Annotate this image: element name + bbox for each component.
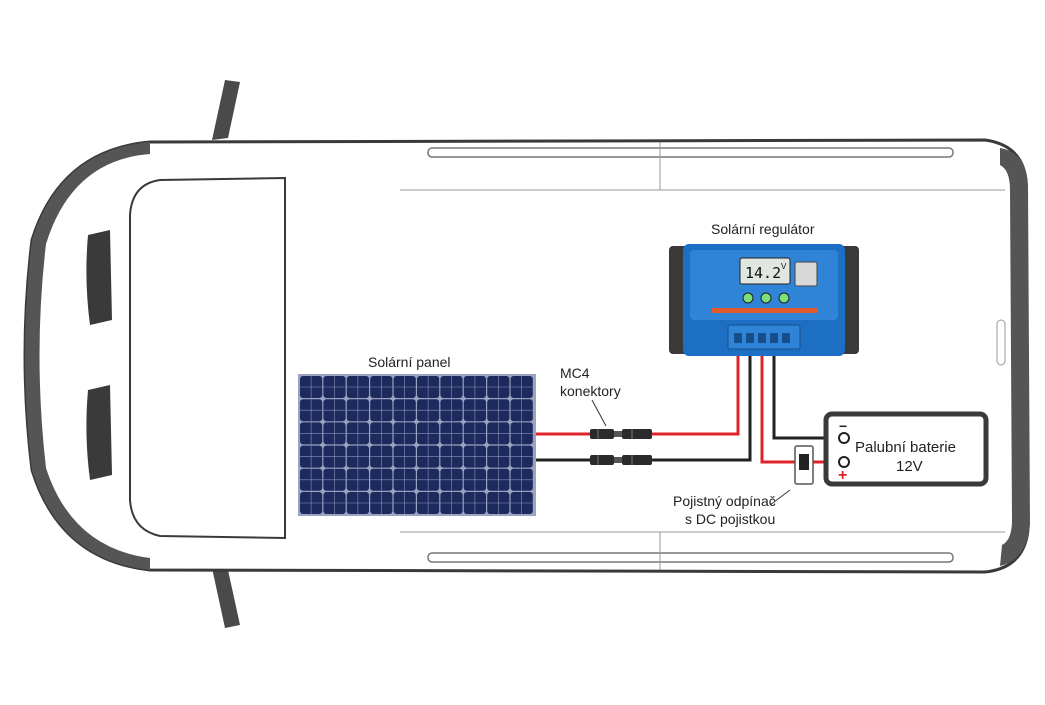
mc4-connector-positive: [590, 429, 652, 439]
van-outline: [23, 80, 1030, 628]
controller-terminals: [734, 333, 790, 343]
mc4-label-line1: MC4: [560, 365, 590, 381]
fuse-label-line2: s DC pojistkou: [685, 511, 775, 527]
battery-label-line2: 12V: [896, 458, 923, 475]
battery: − + Palubní baterie 12V: [823, 411, 989, 487]
mc4-label-line2: konektory: [560, 383, 621, 399]
mc4-connectors: [590, 399, 652, 465]
windshield: [129, 176, 286, 540]
controller-label: Solární regulátor: [711, 221, 815, 237]
left-headlight: [86, 230, 112, 325]
fuse-pointer: [769, 489, 791, 506]
controller-display-unit: V: [781, 262, 787, 271]
solar-panel-cells: [300, 376, 533, 514]
roof-rail-bottom: [427, 552, 954, 563]
battery-positive-wire: [760, 352, 798, 464]
battery-minus-sign: −: [839, 418, 847, 434]
battery-minus-terminal-icon: [838, 432, 850, 444]
fuse-label-line1: Pojistný odpínač: [673, 493, 776, 509]
mc4-pointer: [591, 399, 607, 427]
controller-stripe: [712, 308, 818, 313]
controller-display: [739, 257, 791, 285]
solar-panel: [298, 374, 536, 516]
battery-plus-terminal-icon: [838, 456, 850, 468]
right-headlight: [86, 385, 112, 480]
controller-button-3: [778, 292, 790, 304]
roof-rail-top: [427, 147, 954, 158]
battery-negative-wire: [772, 352, 838, 440]
left-mirror: [212, 80, 240, 140]
panel-positive-wire-2: [652, 352, 740, 436]
van-rear-bumper: [1000, 148, 1030, 566]
controller-button-2: [760, 292, 772, 304]
battery-plus-sign: +: [838, 467, 847, 484]
rear-light: [996, 319, 1006, 366]
mc4-connector-negative: [590, 455, 652, 465]
wiring: [536, 352, 838, 464]
solar-controller: 14.2 V: [669, 244, 859, 356]
controller-display-reading: 14.2: [745, 264, 781, 282]
controller-button-1: [742, 292, 754, 304]
fuse-lever: [799, 454, 809, 470]
battery-case: [823, 411, 989, 487]
solar-panel-label: Solární panel: [368, 354, 451, 370]
right-mirror: [212, 568, 240, 628]
battery-label-line1: Palubní baterie: [855, 439, 956, 456]
fuse-disconnector: [794, 445, 814, 485]
panel-negative-wire-2: [652, 352, 752, 462]
controller-usb-port: [794, 261, 818, 287]
